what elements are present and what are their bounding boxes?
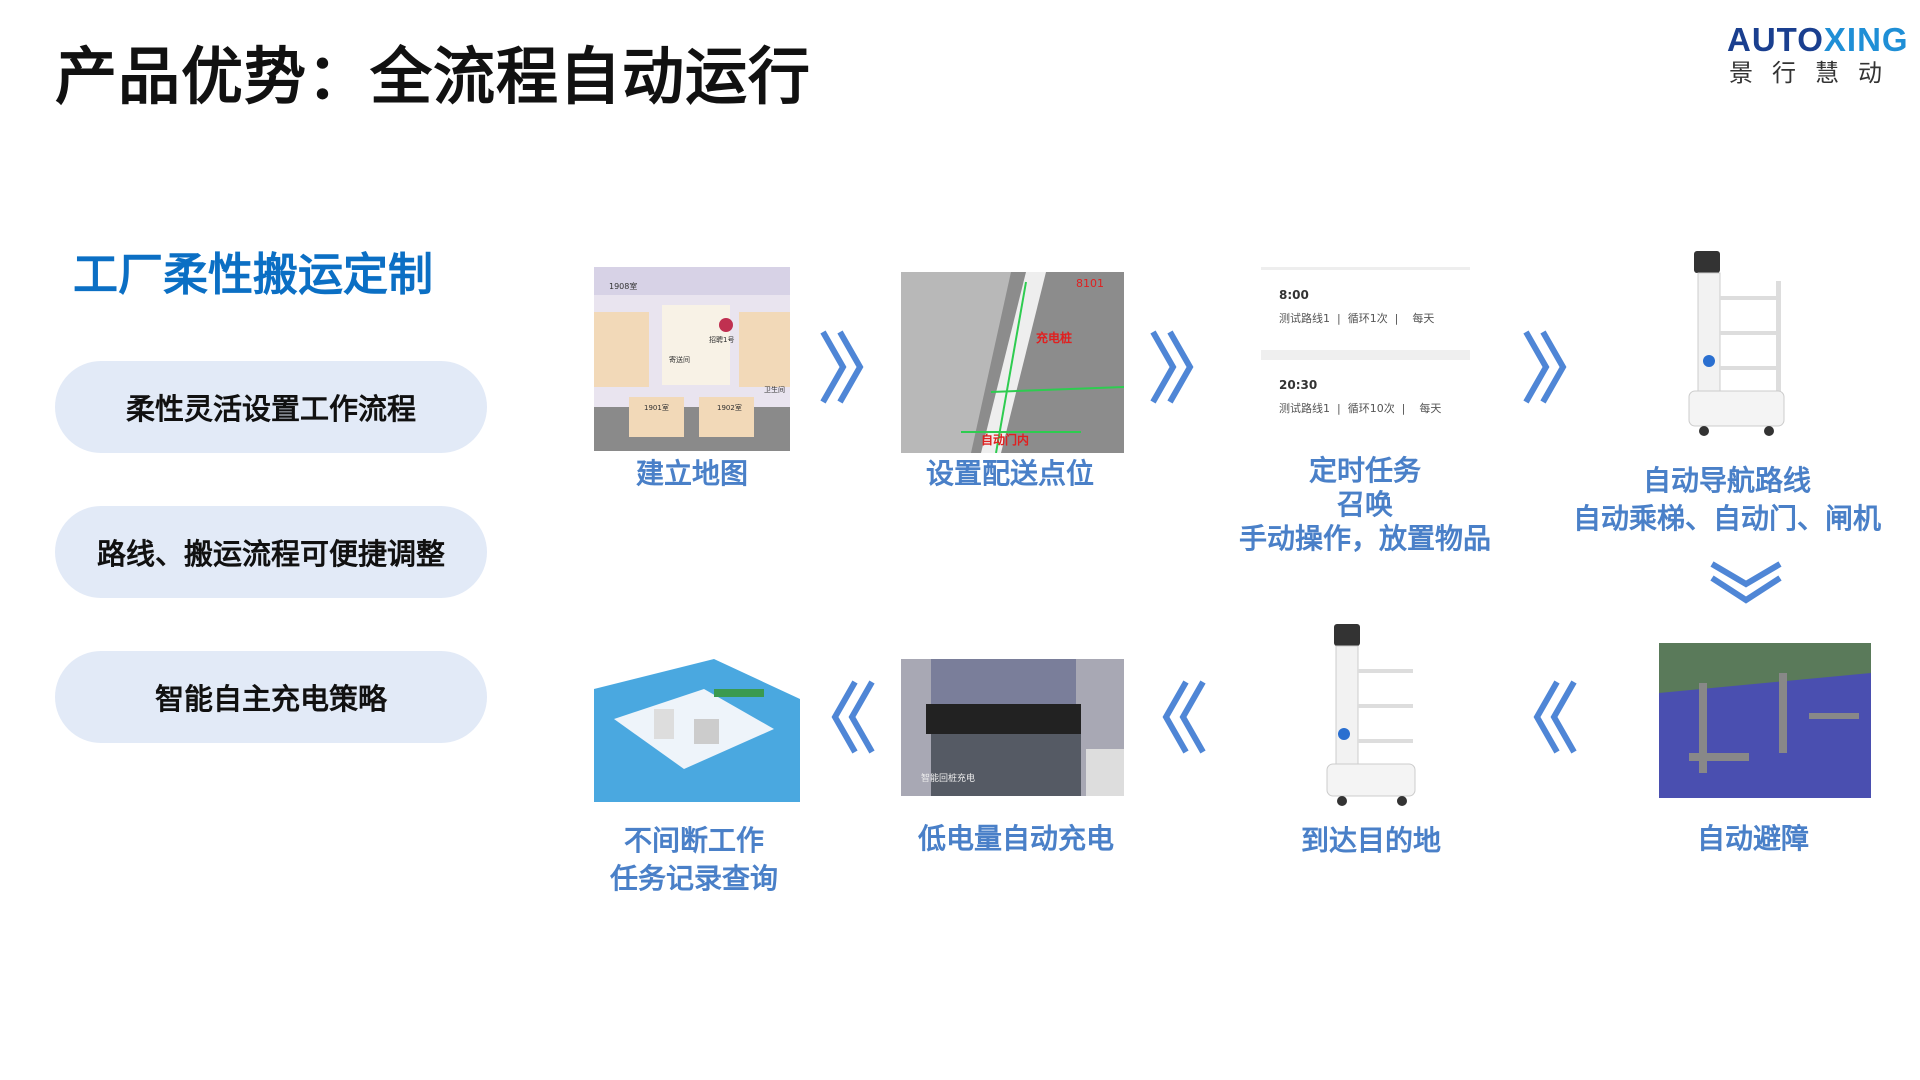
map-label: 寄送间 (669, 355, 690, 364)
map-label: 充电桩 (1036, 330, 1072, 345)
step-label-set-points: 设置配送点位 (925, 457, 1095, 490)
label-line: 召唤 (1336, 488, 1394, 521)
step-label-navigation: 自动导航路线 自动乘梯、自动门、闸机 (1573, 462, 1881, 538)
schedule-list: 8:00 测试路线1 | 循环1次 | 每天 20:30 测试路线1 | 循环1… (1261, 267, 1470, 429)
robot-arrived-image (1322, 624, 1420, 808)
map-label: 1908室 (609, 281, 637, 291)
step-label-auto-charge: 低电量自动充电 (917, 822, 1115, 855)
step-label-continuous-work: 不间断工作 任务记录查询 (610, 822, 778, 898)
robot-image (1684, 251, 1788, 438)
label-line: 定时任务 (1308, 454, 1422, 487)
logo-text-en-accent: XING (1823, 21, 1909, 58)
feature-pill-1: 柔性灵活设置工作流程 (55, 361, 487, 453)
chevron-right-icon (1523, 330, 1567, 404)
map-label: 1902室 (717, 403, 742, 412)
schedule-item[interactable]: 20:30 测试路线1 | 循环10次 | 每天 (1261, 360, 1470, 416)
map-label: 卫生间 (764, 385, 785, 394)
obstacle-pointcloud-image (1659, 643, 1871, 798)
chevron-left-icon (1533, 680, 1577, 754)
label-line: 不间断工作 (623, 824, 765, 857)
floor-map-image: 1908室 招聘1号 寄送间 1901室 1902室 卫生间 (594, 267, 790, 451)
chevron-left-icon (831, 680, 875, 754)
step-label-obstacle-avoidance: 自动避障 (1696, 822, 1810, 855)
schedule-time: 8:00 (1279, 288, 1309, 302)
map-label: 招聘1号 (709, 335, 734, 344)
feature-pill-3: 智能自主充电策略 (55, 651, 487, 743)
schedule-detail: 测试路线1 | 循环1次 | 每天 (1279, 312, 1435, 325)
chevron-down-icon (1710, 561, 1782, 604)
label-line: 手动操作，放置物品 (1238, 522, 1492, 555)
schedule-detail: 测试路线1 | 循环10次 | 每天 (1279, 402, 1442, 415)
delivery-points-map-image: 8101 充电桩 自动门内 (901, 272, 1124, 453)
map-label: 8101 (1076, 277, 1104, 290)
label-line: 自动乘梯、自动门、闸机 (1572, 502, 1882, 535)
section-subtitle: 工厂柔性搬运定制 (73, 248, 434, 301)
step-label-build-map: 建立地图 (635, 457, 749, 490)
autoxing-logo: AUTOXING 景行慧动 (1727, 21, 1908, 88)
schedule-item[interactable]: 8:00 测试路线1 | 循环1次 | 每天 (1261, 270, 1470, 326)
label-line: 任务记录查询 (609, 862, 779, 895)
charging-image: 智能回桩充电 (901, 659, 1124, 796)
chevron-right-icon (1150, 330, 1194, 404)
label-line: 自动导航路线 (1642, 464, 1812, 497)
chevron-right-icon (820, 330, 864, 404)
map-label: 自动门内 (981, 432, 1029, 447)
logo-text-en: AUTO (1727, 21, 1824, 58)
video-caption: 智能回桩充电 (921, 774, 976, 784)
divider (1261, 350, 1470, 360)
map-label: 1901室 (644, 403, 669, 412)
page-title: 产品优势：全流程自动运行 (55, 40, 812, 113)
step-label-schedule: 定时任务 召唤 手动操作，放置物品 (1239, 454, 1491, 556)
chevron-left-icon (1162, 680, 1206, 754)
step-label-arrive: 到达目的地 (1300, 824, 1442, 857)
logo-text-cn: 景行慧动 (1729, 59, 1901, 87)
factory-3d-image (594, 659, 800, 802)
schedule-time: 20:30 (1279, 378, 1318, 392)
feature-pill-2: 路线、搬运流程可便捷调整 (55, 506, 487, 598)
